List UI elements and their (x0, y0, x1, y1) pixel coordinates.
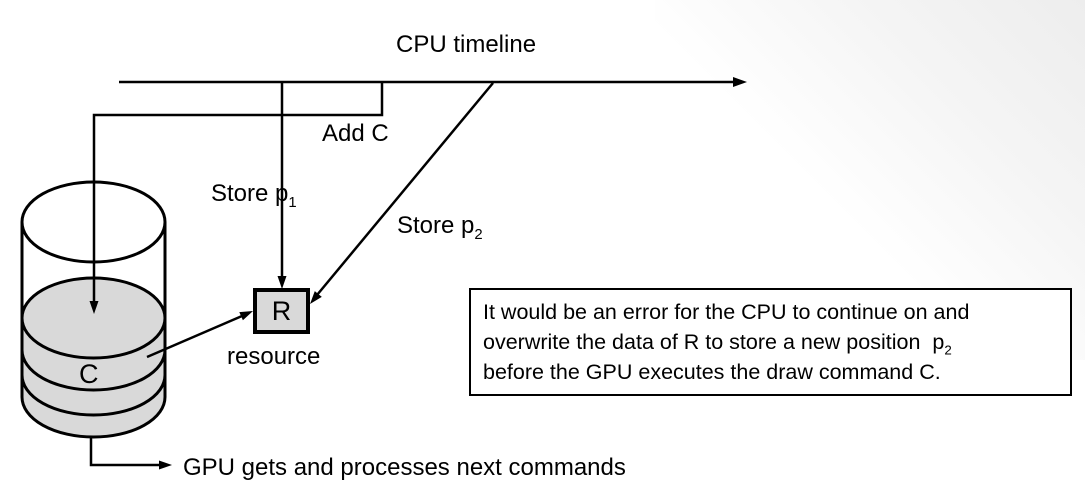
store-p2-arrow-line (316, 82, 494, 296)
cpu-timeline-label: CPU timeline (396, 31, 537, 58)
store-p2-arrowhead (310, 291, 322, 304)
note-line-2: overwrite the data of R to store a new p… (483, 327, 1070, 357)
queue-to-resource-arrowhead (239, 311, 253, 321)
store-p2-var: p (461, 212, 475, 239)
store-p1-var: p (275, 180, 289, 207)
store-p1-text: Store (211, 180, 276, 207)
queue-disk-arc-3 (20, 374, 167, 417)
queue-to-resource-arrow-line (146, 314, 243, 359)
cpu-timeline-arrowhead (733, 77, 747, 87)
store-p1-subscript: 1 (288, 194, 297, 211)
resource-caption: resource (227, 343, 321, 370)
add-c-arrowhead (89, 301, 99, 314)
store-p2-text: Store (397, 212, 462, 239)
gpu-label: GPU gets and processes next commands (183, 454, 626, 481)
queue-command-label: C (79, 359, 99, 389)
store-p1-label: Store p1 (211, 180, 297, 211)
resource-box-label: R (271, 295, 292, 326)
store-p2-label: Store p2 (397, 212, 483, 243)
gpu-arrowhead (159, 460, 172, 470)
note-line-2-text: overwrite the data of R to store a new p… (483, 330, 945, 354)
note-line-2-subscript: 2 (944, 342, 952, 358)
queue-disk-arc-2 (20, 349, 167, 392)
gpu-arrow-line (89, 436, 160, 467)
add-c-bracket-line (92, 82, 384, 302)
add-c-label: Add C (322, 120, 389, 147)
store-p2-subscript: 2 (474, 226, 483, 243)
note-box: It would be an error for the CPU to cont… (469, 288, 1072, 396)
note-line-1: It would be an error for the CPU to cont… (483, 300, 970, 324)
resource-box (253, 288, 310, 334)
store-p1-arrowhead (277, 276, 287, 289)
note-line-3: before the GPU executes the draw command… (483, 360, 941, 384)
queue-disk-arc-1 (20, 317, 167, 360)
